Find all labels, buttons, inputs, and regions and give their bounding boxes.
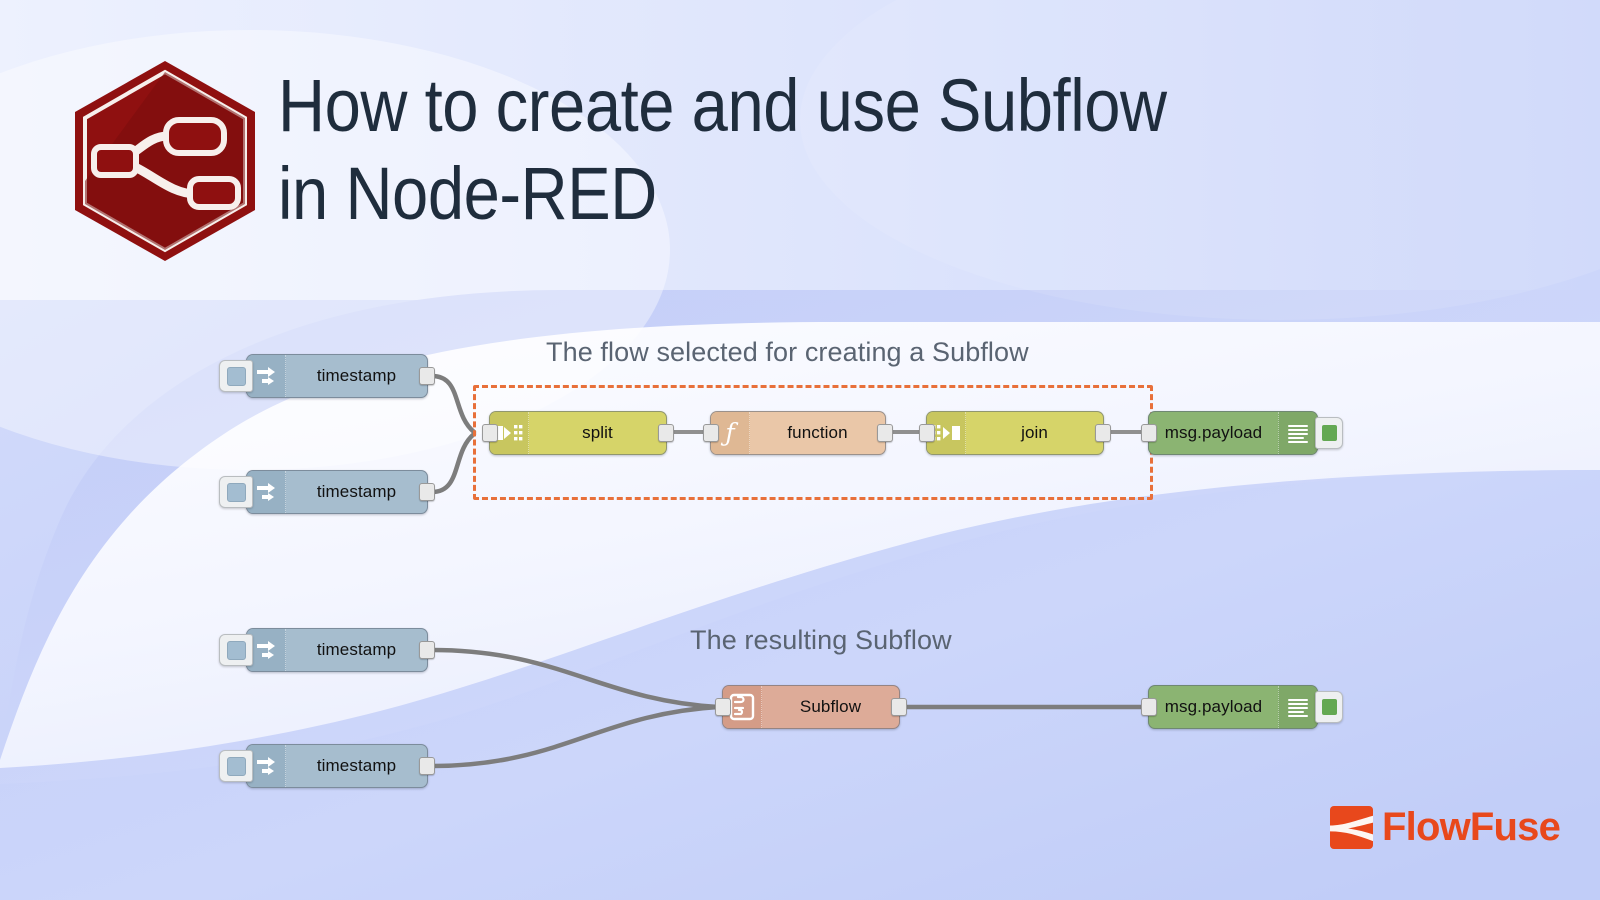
caption-original-flow: The flow selected for creating a Subflow	[546, 337, 1029, 367]
node-red-hexagon-logo-icon	[75, 61, 255, 261]
caption-resulting-subflow: The resulting Subflow	[690, 625, 952, 655]
header: How to create and use Subflow in Node-RE…	[0, 0, 1600, 280]
page-title: How to create and use Subflow in Node-RE…	[278, 64, 1167, 235]
flowfuse-brand: FlowFuse	[1330, 805, 1561, 850]
flowfuse-mark-icon	[1330, 806, 1373, 849]
flowfuse-wordmark: FlowFuse	[1382, 805, 1561, 849]
